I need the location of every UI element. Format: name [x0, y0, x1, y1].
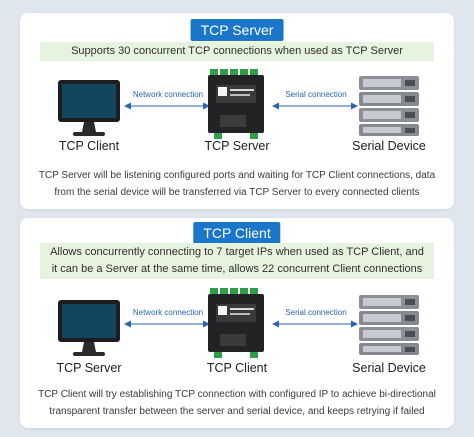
panel-title: TCP Server: [190, 19, 284, 41]
mode-description: TCP Client will try establishing TCP con…: [38, 389, 436, 417]
serial-connection-label: Serial connection: [285, 308, 347, 317]
panel-title: TCP Client: [193, 222, 281, 244]
server-rack-icon: [359, 295, 419, 355]
left-endpoint-label: TCP Server: [56, 361, 122, 375]
monitor-icon: [58, 80, 120, 136]
network-connection-label: Network connection: [132, 308, 204, 317]
serial-connection-label: Serial connection: [285, 90, 347, 99]
double-arrow-icon: [272, 102, 358, 110]
center-endpoint-label: TCP Client: [206, 361, 268, 375]
right-endpoint-label: Serial Device: [352, 361, 426, 375]
capability-note: Allows concurrently connecting to 7 targ…: [40, 243, 434, 279]
double-arrow-icon: [124, 102, 210, 110]
double-arrow-icon: [272, 320, 358, 328]
mode-description: TCP Server will be listening configured …: [38, 170, 436, 198]
capability-note: Supports 30 concurrent TCP connections w…: [40, 42, 434, 61]
converter-device-icon: [208, 69, 264, 139]
server-rack-icon: [359, 76, 419, 136]
left-endpoint-label: TCP Client: [58, 139, 120, 153]
monitor-icon: [58, 300, 120, 356]
network-connection-label: Network connection: [132, 90, 204, 99]
right-endpoint-label: Serial Device: [352, 139, 426, 153]
tcp-server-panel: TCP Server Supports 30 concurrent TCP co…: [20, 13, 454, 209]
tcp-client-panel: TCP Client Allows concurrently connectin…: [20, 218, 454, 428]
converter-device-icon: [208, 288, 264, 358]
double-arrow-icon: [124, 320, 210, 328]
center-endpoint-label: TCP Server: [204, 139, 270, 153]
